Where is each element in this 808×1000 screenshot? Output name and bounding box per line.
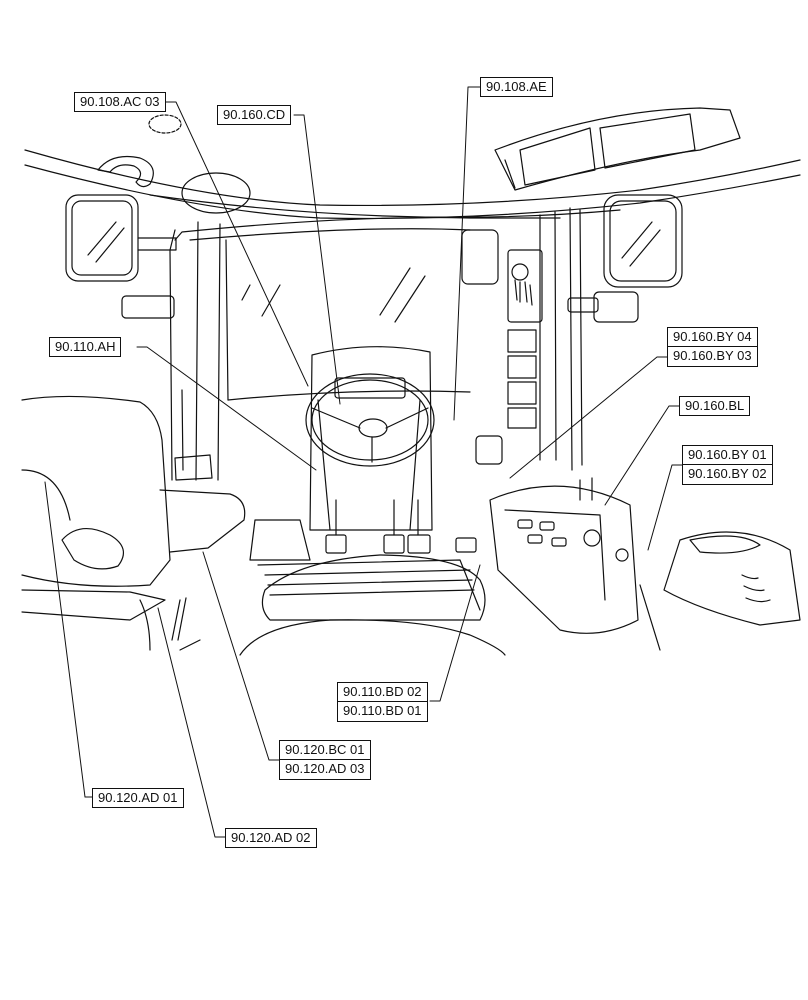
- leader-ad02: [157, 607, 226, 838]
- leader-ad01: [44, 481, 96, 798]
- operator-seat: [239, 519, 506, 656]
- right-control-console: [475, 435, 639, 634]
- callout-90-120-ad-03: 90.120.AD 03: [279, 760, 371, 780]
- windscreen: [174, 216, 561, 401]
- callout-90-160-by-03: 90.160.BY 03: [667, 347, 758, 367]
- leader-by: [509, 356, 668, 479]
- callout-90-110-ah: 90.110.AH: [49, 337, 122, 357]
- callout-90-110-bd-02: 90.110.BD 02: [337, 682, 428, 702]
- callout-90-160-by-02: 90.160.BY 02: [682, 465, 773, 485]
- right-mirror: [567, 194, 683, 323]
- small-side-mirror: [461, 229, 499, 285]
- pedals: [325, 499, 477, 554]
- leader-ae: [453, 86, 481, 421]
- left-seat-panel: [21, 389, 246, 651]
- callout-90-160-bl: 90.160.BL: [679, 396, 751, 416]
- coat-hook: [97, 155, 154, 188]
- left-mirror: [65, 194, 177, 282]
- leader-bl: [604, 405, 680, 506]
- callout-90-120-ad-01: 90.120.AD 01: [92, 788, 184, 808]
- leader-by01: [647, 464, 683, 551]
- leader-ac03: [163, 101, 309, 387]
- callout-90-108-ac-03: 90.108.AC 03: [74, 92, 166, 112]
- callout-90-108-ae: 90.108.AE: [480, 77, 553, 97]
- hidden-part-outline: [148, 114, 182, 134]
- dashboard: [309, 346, 433, 531]
- dome-light: [181, 172, 251, 214]
- cab-roof: [24, 149, 801, 220]
- right-armrest: [639, 531, 801, 651]
- leader-lines: [44, 86, 683, 838]
- left-sun-handle: [121, 295, 175, 319]
- overhead-console: [494, 107, 741, 191]
- floor-mat: [257, 559, 481, 611]
- leader-ah: [136, 346, 317, 471]
- leader-bd: [429, 564, 481, 702]
- cab-pillars: [169, 207, 583, 481]
- floor-edge: [179, 639, 201, 651]
- callout-90-160-by-01: 90.160.BY 01: [682, 445, 773, 465]
- leader-bc01: [202, 551, 280, 761]
- callout-90-120-ad-02: 90.120.AD 02: [225, 828, 317, 848]
- callout-90-110-bd-01: 90.110.BD 01: [337, 702, 428, 722]
- steering-wheel: [305, 373, 435, 467]
- leader-cd: [293, 114, 341, 405]
- pillar-instrument-panel: [507, 249, 543, 429]
- callout-90-120-bc-01: 90.120.BC 01: [279, 740, 371, 760]
- callout-90-160-by-04: 90.160.BY 04: [667, 327, 758, 347]
- callout-90-160-cd: 90.160.CD: [217, 105, 292, 125]
